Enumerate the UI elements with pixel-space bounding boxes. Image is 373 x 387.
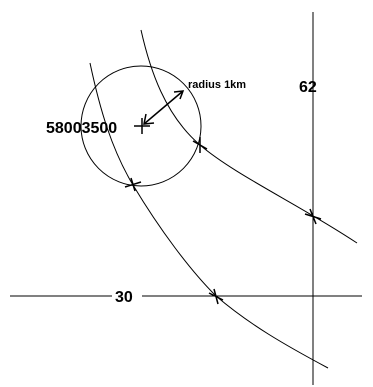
grid-label-horizontal: 30 xyxy=(115,289,133,306)
radius-arrow xyxy=(143,90,185,125)
radius-label: radius 1km xyxy=(188,79,246,91)
grid-label-vertical: 62 xyxy=(299,79,317,96)
curve-a xyxy=(140,29,358,244)
radius-circle xyxy=(80,65,202,187)
center-point-marker xyxy=(134,118,150,134)
point-label: 58003500 xyxy=(46,120,117,137)
cross-mark-circle-curve-b xyxy=(124,177,142,192)
cross-mark-curve-a-grid xyxy=(304,208,322,225)
curve-b xyxy=(89,62,329,369)
cross-mark-curve-b-grid xyxy=(208,288,224,305)
cross-mark-circle-curve-a xyxy=(192,137,208,153)
